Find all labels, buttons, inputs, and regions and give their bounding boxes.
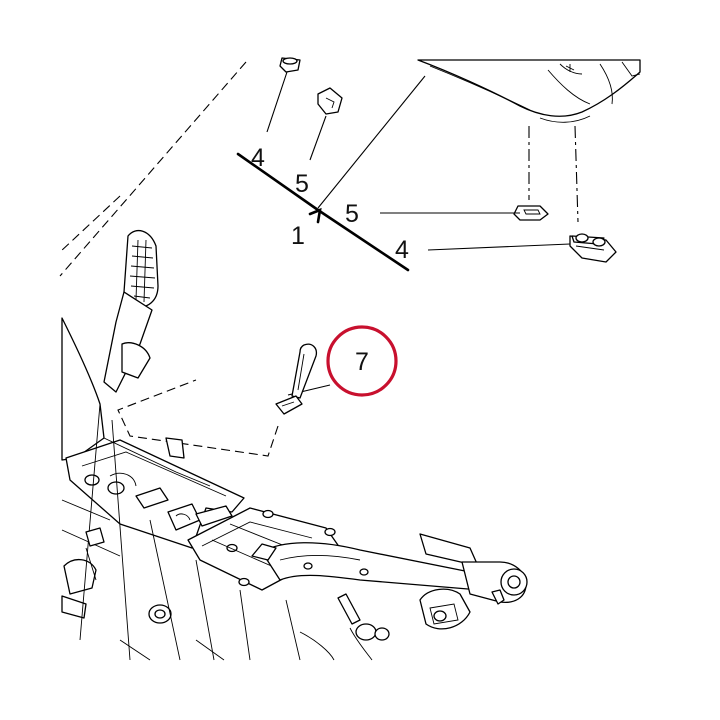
callout-bracket (236, 152, 410, 272)
callout-5-top: 5 (295, 170, 309, 198)
strap-assembly-path (117, 379, 279, 457)
callout-1: 1 (291, 222, 305, 250)
leader-lines (266, 71, 571, 396)
callout-5-right: 5 (345, 200, 359, 228)
callout-4-top: 4 (251, 144, 265, 172)
seat-assembly (417, 59, 641, 123)
center-lines (528, 125, 579, 223)
rubber-buffer-top (279, 57, 301, 73)
clip-top (317, 87, 343, 115)
rear-frame (61, 229, 528, 661)
rubber-buffer-right (569, 233, 617, 263)
clip-right (513, 205, 549, 221)
seat-strap-part (275, 343, 318, 415)
callout-7: 7 (355, 348, 369, 376)
highlight-circle (326, 325, 398, 397)
callout-labels: 4 5 1 5 4 7 (251, 144, 409, 376)
callout-4-right: 4 (395, 236, 409, 264)
frame-axis-lines (59, 61, 247, 277)
